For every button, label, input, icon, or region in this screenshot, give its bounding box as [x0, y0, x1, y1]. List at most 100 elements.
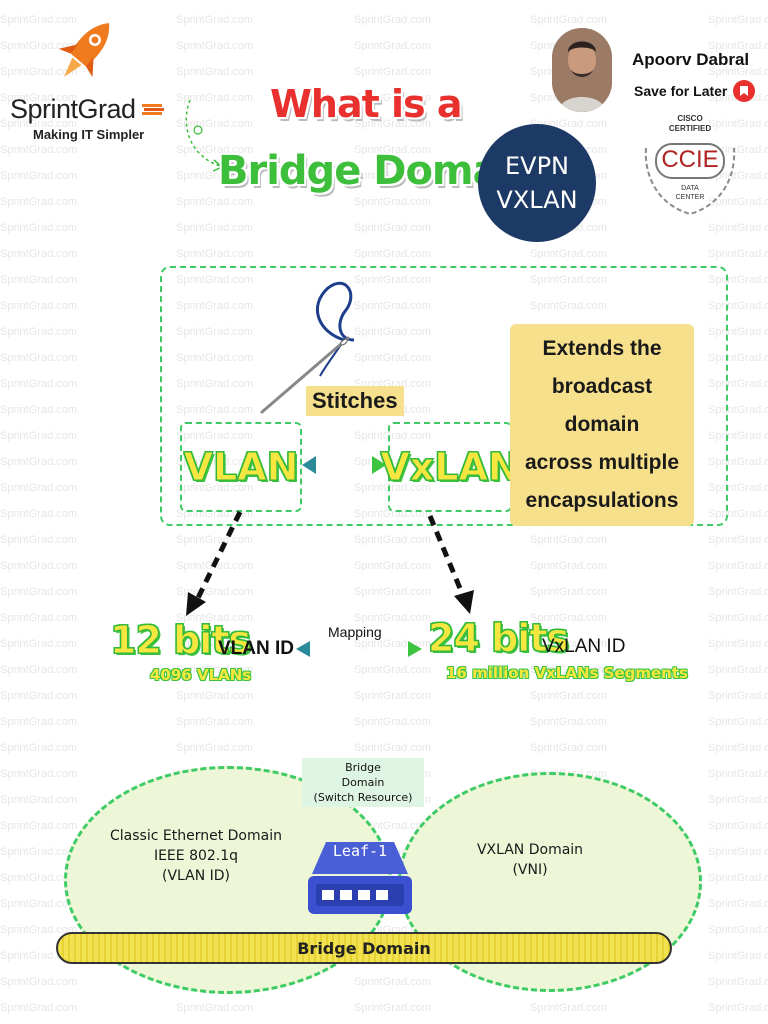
watermark-text: SprintGrad.com	[0, 638, 78, 650]
watermark-text: SprintGrad.com	[708, 664, 768, 676]
watermark-text: SprintGrad.com	[0, 352, 78, 364]
watermark-text: SprintGrad.com	[0, 170, 78, 182]
watermark-text: SprintGrad.com	[176, 690, 254, 702]
watermark-text: SprintGrad.com	[354, 1002, 432, 1014]
watermark-text: SprintGrad.com	[354, 664, 432, 676]
watermark-text: SprintGrad.com	[708, 222, 768, 234]
cert-ccie: CCIE	[661, 146, 719, 173]
watermark-text: SprintGrad.com	[708, 846, 768, 858]
watermark-text: SprintGrad.com	[354, 690, 432, 702]
watermark-text: SprintGrad.com	[0, 898, 78, 910]
vxlan-box-label: VxLAN	[380, 445, 520, 490]
cert-certified: CERTIFIED	[668, 124, 712, 133]
watermark-text: SprintGrad.com	[530, 690, 608, 702]
bridge-domain-resource-label: Bridge Domain (Switch Resource)	[302, 758, 424, 807]
badge-line-1: EVPN	[504, 152, 569, 180]
vlan-bits: 12 bits	[109, 618, 251, 663]
watermark-text: SprintGrad.com	[354, 66, 432, 78]
mapping-label: Mapping	[328, 624, 382, 640]
vxlan-count: 16 million VxLANs Segments	[446, 664, 688, 682]
watermark-text: SprintGrad.com	[354, 560, 432, 572]
cert-sub: DATA CENTER	[638, 184, 742, 202]
watermark-text: SprintGrad.com	[0, 248, 78, 260]
watermark-text: SprintGrad.com	[530, 248, 608, 260]
needle-thread-icon	[260, 281, 355, 414]
watermark-text: SprintGrad.com	[354, 222, 432, 234]
desc-line-4: encapsulations	[525, 489, 679, 512]
watermark-text: SprintGrad.com	[0, 742, 78, 754]
cert-center: CENTER	[675, 194, 705, 201]
watermark-text: SprintGrad.com	[354, 586, 432, 598]
mapping-arrow-icon	[296, 641, 422, 657]
watermark-text: SprintGrad.com	[708, 924, 768, 936]
watermark-text: SprintGrad.com	[354, 976, 432, 988]
watermark-text: SprintGrad.com	[176, 66, 254, 78]
watermark-text: SprintGrad.com	[708, 976, 768, 988]
watermark-text: SprintGrad.com	[0, 664, 78, 676]
watermark-text: SprintGrad.com	[176, 742, 254, 754]
watermark-text: SprintGrad.com	[530, 586, 608, 598]
bidirectional-arrow-icon	[302, 456, 386, 474]
watermark-text: SprintGrad.com	[354, 612, 432, 624]
watermark-text: SprintGrad.com	[354, 248, 432, 260]
watermark-text: SprintGrad.com	[708, 716, 768, 728]
watermark-text: SprintGrad.com	[354, 742, 432, 754]
watermark-text: SprintGrad.com	[354, 534, 432, 546]
save-label: Save for Later	[634, 83, 728, 99]
author-name: Apoorv Dabral	[632, 50, 750, 69]
bd-line-3: (Switch Resource)	[313, 791, 413, 804]
watermark-text: SprintGrad.com	[708, 690, 768, 702]
classic-domain-text: Classic Ethernet Domain IEEE 802.1q (VLA…	[96, 826, 296, 886]
bookmark-icon[interactable]	[733, 80, 756, 102]
watermark-text: SprintGrad.com	[0, 690, 78, 702]
watermark-text: SprintGrad.com	[708, 14, 768, 26]
watermark-text: SprintGrad.com	[708, 586, 768, 598]
leaf-switch-label: Leaf-1	[332, 842, 388, 860]
watermark-text: SprintGrad.com	[0, 508, 78, 520]
watermark-text: SprintGrad.com	[176, 716, 254, 728]
watermark-text: SprintGrad.com	[0, 326, 78, 338]
bridge-domain-bar-label: Bridge Domain	[297, 938, 431, 958]
down-left-arrow-icon	[186, 510, 243, 616]
watermark-text: SprintGrad.com	[708, 638, 768, 650]
save-for-later[interactable]: Save for Later	[634, 80, 756, 102]
watermark-text: SprintGrad.com	[0, 404, 78, 416]
classic-line-1: Classic Ethernet Domain	[110, 828, 282, 844]
watermark-text: SprintGrad.com	[0, 716, 78, 728]
vxlan-id-label: VxLAN ID	[542, 636, 626, 657]
badge-line-2: VXLAN	[496, 186, 578, 214]
watermark-text: SprintGrad.com	[176, 14, 254, 26]
watermark-text: SprintGrad.com	[354, 14, 432, 26]
bd-line-1: Bridge	[345, 761, 381, 774]
watermark-text: SprintGrad.com	[530, 742, 608, 754]
brand-tagline: Making IT Simpler	[33, 127, 145, 142]
watermark-text: SprintGrad.com	[176, 40, 254, 52]
watermark-text: SprintGrad.com	[708, 872, 768, 884]
stitches-label: Stitches	[306, 386, 404, 416]
watermark-text: SprintGrad.com	[176, 1002, 254, 1014]
watermark-text: SprintGrad.com	[354, 196, 432, 208]
watermark-text: SprintGrad.com	[0, 612, 78, 624]
vlan-box-label: VLAN	[183, 445, 299, 490]
watermark-text: SprintGrad.com	[0, 794, 78, 806]
watermark-text: SprintGrad.com	[176, 222, 254, 234]
classic-line-2: IEEE 802.1q	[153, 848, 239, 864]
watermark-text: SprintGrad.com	[354, 716, 432, 728]
watermark-text: SprintGrad.com	[708, 248, 768, 260]
vxlan-line-1: VXLAN Domain	[476, 842, 584, 858]
watermark-text: SprintGrad.com	[708, 742, 768, 754]
watermark-text: SprintGrad.com	[708, 612, 768, 624]
curved-arrow-icon	[185, 99, 224, 172]
watermark-text: SprintGrad.com	[354, 40, 432, 52]
evpn-vxlan-badge: EVPN VXLAN	[478, 124, 596, 242]
watermark-text: SprintGrad.com	[0, 534, 78, 546]
watermark-text: SprintGrad.com	[0, 430, 78, 442]
watermark-text: SprintGrad.com	[708, 1002, 768, 1014]
watermark-text: SprintGrad.com	[0, 222, 78, 234]
cert-top-text: CISCO CERTIFIED	[638, 114, 742, 134]
vlan-count: 4096 VLANs	[150, 666, 252, 684]
watermark-text: SprintGrad.com	[0, 846, 78, 858]
avatar	[552, 28, 612, 112]
classic-line-3: (VLAN ID)	[161, 868, 231, 884]
title-line-1: What is a	[270, 82, 463, 126]
